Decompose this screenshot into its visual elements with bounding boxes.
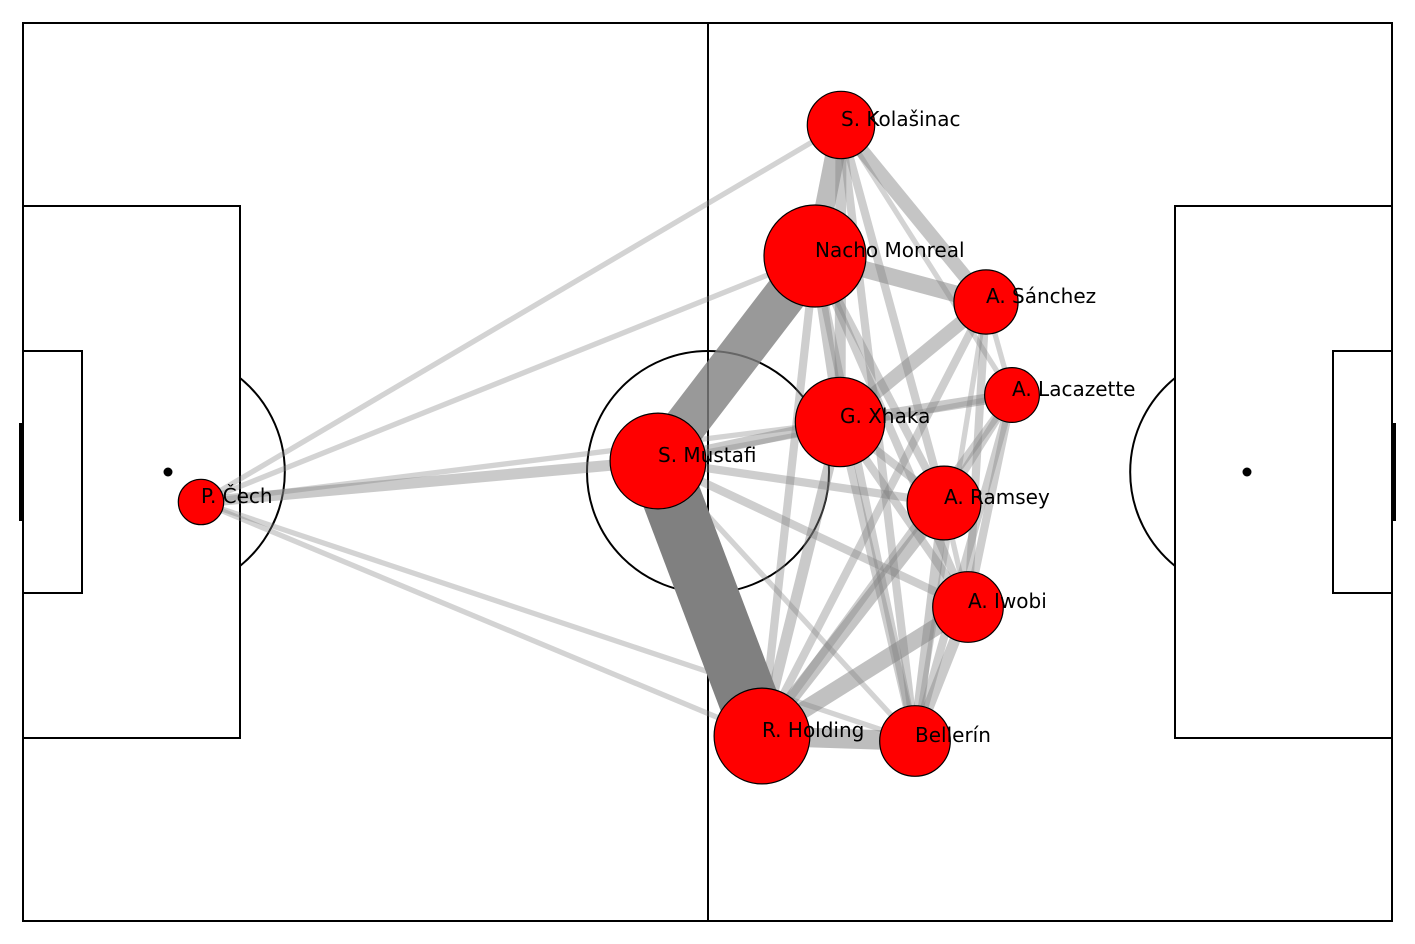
player-node-ramsey [906, 465, 982, 541]
player-node-bellerin [879, 705, 951, 777]
pass-edges [199, 120, 1017, 751]
player-node-xhaka [794, 376, 886, 468]
pass-edge-mustafi-cech [200, 455, 659, 508]
pass-edge-bellerin-lacazette [911, 393, 1016, 743]
pass-edge-cech-monreal [200, 253, 816, 505]
pass-edge-bellerin-ramsey [909, 502, 950, 742]
player-node-kolasinac [806, 90, 876, 160]
pass-edge-mustafi-iwobi [656, 457, 970, 611]
pass-edge-iwobi-lacazette [963, 394, 1017, 608]
right-penalty-spot [1242, 467, 1252, 477]
player-label-ramsey: A. Ramsey [944, 485, 1050, 509]
pass-edge-iwobi-sanchez [963, 301, 991, 608]
pass-edge-monreal-iwobi [811, 254, 972, 609]
player-label-monreal: Nacho Monreal [815, 238, 965, 262]
player-label-bellerin: Bellerín [915, 723, 991, 747]
pass-edge-cech-holding [199, 499, 764, 739]
player-label-lacazette: A. Lacazette [1012, 377, 1136, 401]
pass-edge-xhaka-bellerin [836, 421, 919, 742]
pitch-markings [19, 22, 1396, 922]
player-node-holding [713, 687, 811, 785]
pass-edge-holding-lacazette [758, 392, 1016, 739]
pass-edge-mustafi-holding [630, 450, 790, 747]
pass-edge-cech-bellerin [200, 499, 916, 744]
pass-edge-holding-xhaka [756, 420, 846, 738]
pass-edge-holding-sanchez [758, 300, 990, 738]
pass-edge-monreal-bellerin [810, 255, 920, 742]
left-penalty-arc [239, 377, 286, 567]
player-label-sanchez: A. Sánchez [986, 284, 1096, 308]
pass-edge-kolasinac-sanchez [835, 120, 992, 307]
player-node-cech [177, 478, 225, 526]
player-label-cech: P. Čech [201, 484, 273, 508]
player-label-xhaka: G. Xhaka [840, 404, 930, 428]
pass-edge-cech-kolasinac [199, 122, 843, 505]
left-penalty-spot [163, 467, 173, 477]
pass-edge-kolasinac-lacazette [838, 123, 1015, 397]
player-label-mustafi: S. Mustafi [658, 443, 756, 467]
pass-edge-monreal-holding [757, 255, 820, 737]
pass-edge-cech-xhaka [200, 419, 841, 505]
player-node-lacazette [983, 367, 1040, 424]
pass-edge-kolasinac-ramsey [837, 123, 948, 505]
player-node-mustafi [609, 412, 707, 510]
right-penalty-arc [1129, 377, 1176, 567]
player-node-sanchez [953, 269, 1019, 335]
player-label-holding: R. Holding [762, 718, 864, 742]
player-label-iwobi: A. Iwobi [968, 589, 1047, 613]
player-node-monreal [763, 204, 867, 308]
player-label-kolasinac: S. Kolašinac [841, 107, 960, 131]
player-node-iwobi [932, 571, 1004, 643]
pass-edge-holding-ramsey [756, 498, 950, 741]
